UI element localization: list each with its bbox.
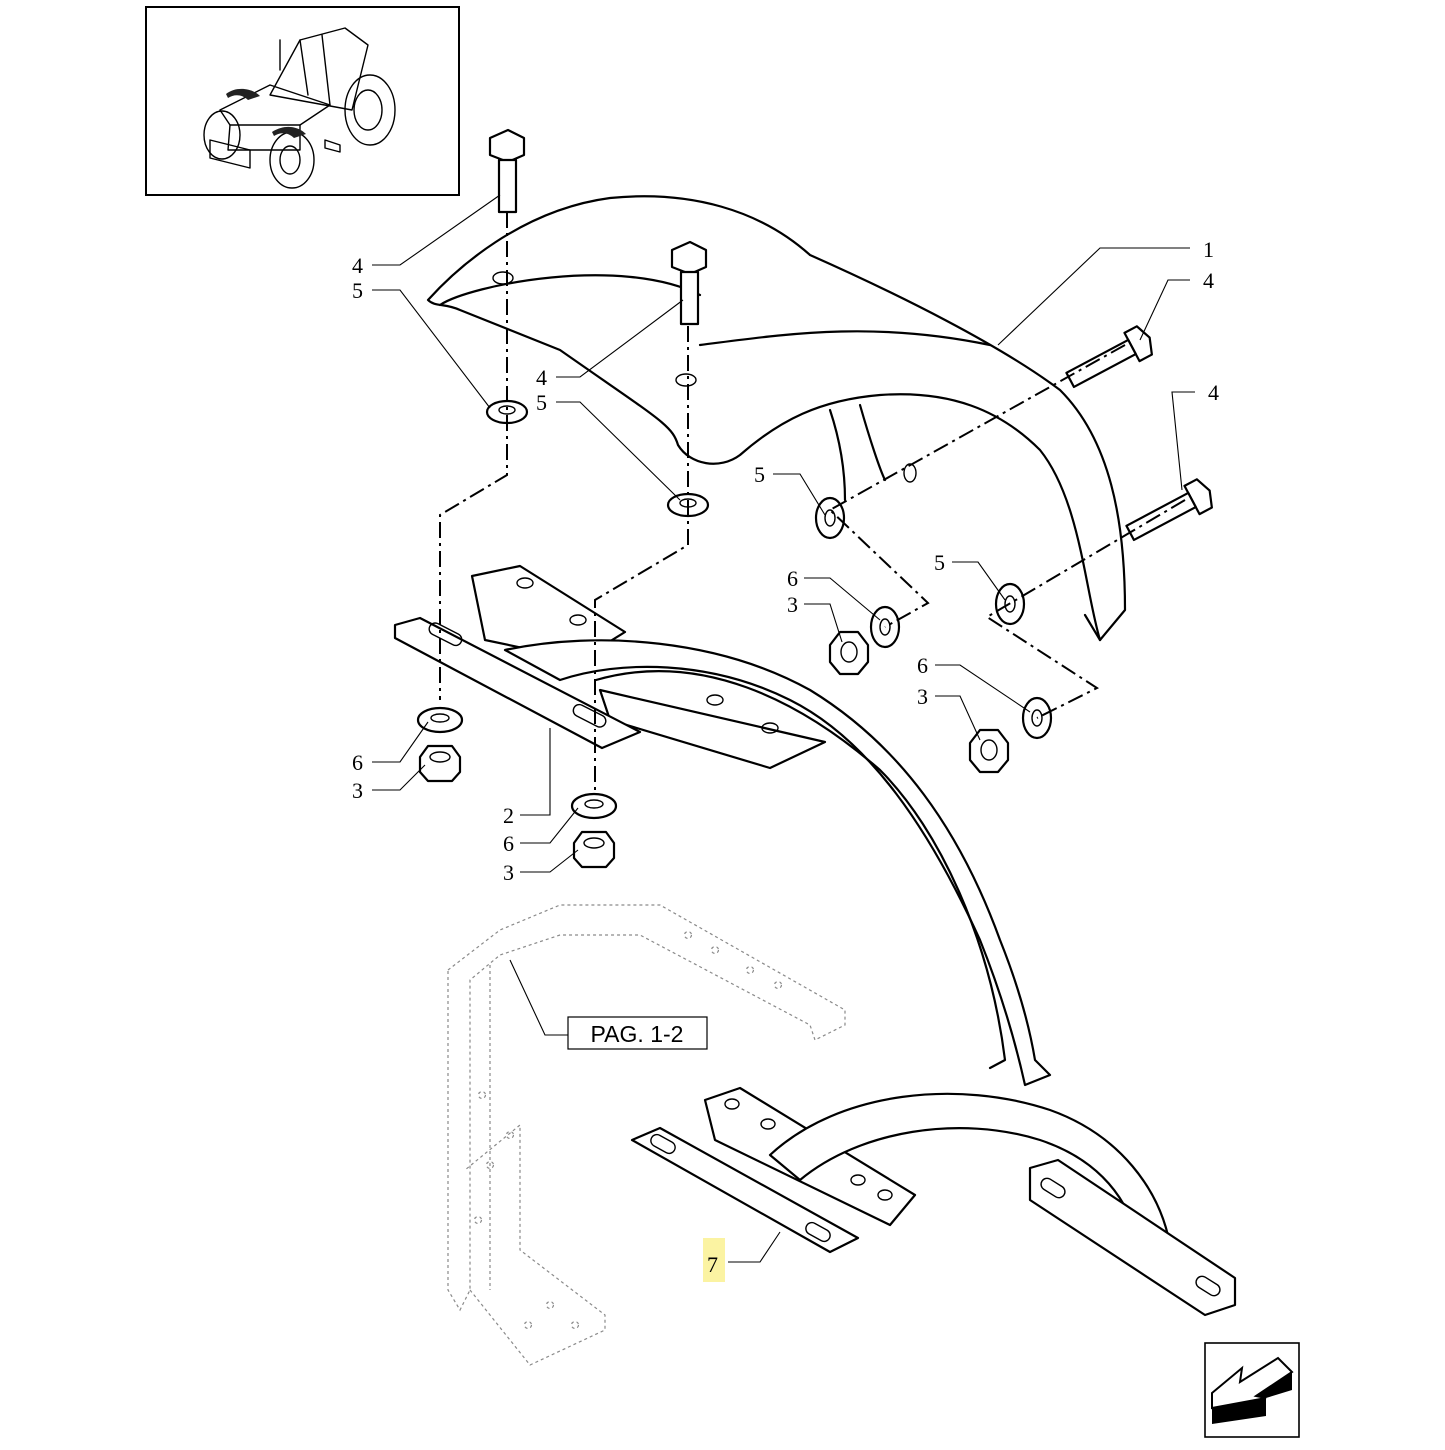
washer: [416, 706, 464, 734]
callout-label: 5: [754, 462, 765, 487]
callout-label: 2: [503, 803, 514, 828]
page-reference-link[interactable]: PAG. 1-2: [509, 959, 708, 1050]
nut: [572, 830, 616, 869]
callout-highlight: [703, 1238, 725, 1282]
callout-label: 6: [787, 566, 798, 591]
callout-label: 3: [917, 684, 928, 709]
callout-label: 6: [503, 831, 514, 856]
callout-numbers: 1 4 4 4 4 5 5 5 5 6 3 6 3 6 3 2 6 3 7: [352, 237, 1219, 1277]
callout-label: 4: [536, 365, 547, 390]
bolt: [1065, 325, 1153, 389]
nut: [418, 744, 462, 783]
callout-label: 6: [917, 653, 928, 678]
washer: [570, 792, 618, 820]
callout-label: 4: [352, 253, 363, 278]
washer: [814, 496, 846, 540]
callout-label: 3: [787, 592, 798, 617]
page-reference-label: PAG. 1-2: [591, 1021, 684, 1047]
tractor-thumbnail: [145, 6, 460, 196]
nut: [968, 728, 1010, 774]
callout-label: 4: [1203, 268, 1214, 293]
callout-label: 3: [352, 778, 363, 803]
callout-label: 5: [934, 550, 945, 575]
callout-label: 6: [352, 750, 363, 775]
callout-label: 3: [503, 860, 514, 885]
assembly-axes: [439, 212, 1186, 790]
callout-label: 5: [352, 278, 363, 303]
bolt: [1125, 478, 1213, 542]
bolt: [670, 240, 708, 326]
support-bracket: [393, 564, 1052, 1087]
callout-label: 5: [536, 390, 547, 415]
callout-label: 4: [1208, 380, 1219, 405]
callout-label: 1: [1203, 237, 1214, 262]
reference-bracket-ghost: [447, 904, 846, 1366]
next-page-arrow-icon[interactable]: [1204, 1342, 1300, 1438]
bolt: [488, 128, 526, 214]
fender: [426, 195, 1127, 642]
callout-label: 7: [707, 1252, 718, 1277]
leader-lines: [372, 194, 1195, 1263]
nut: [828, 630, 870, 676]
support-assembly: [630, 1086, 1237, 1317]
